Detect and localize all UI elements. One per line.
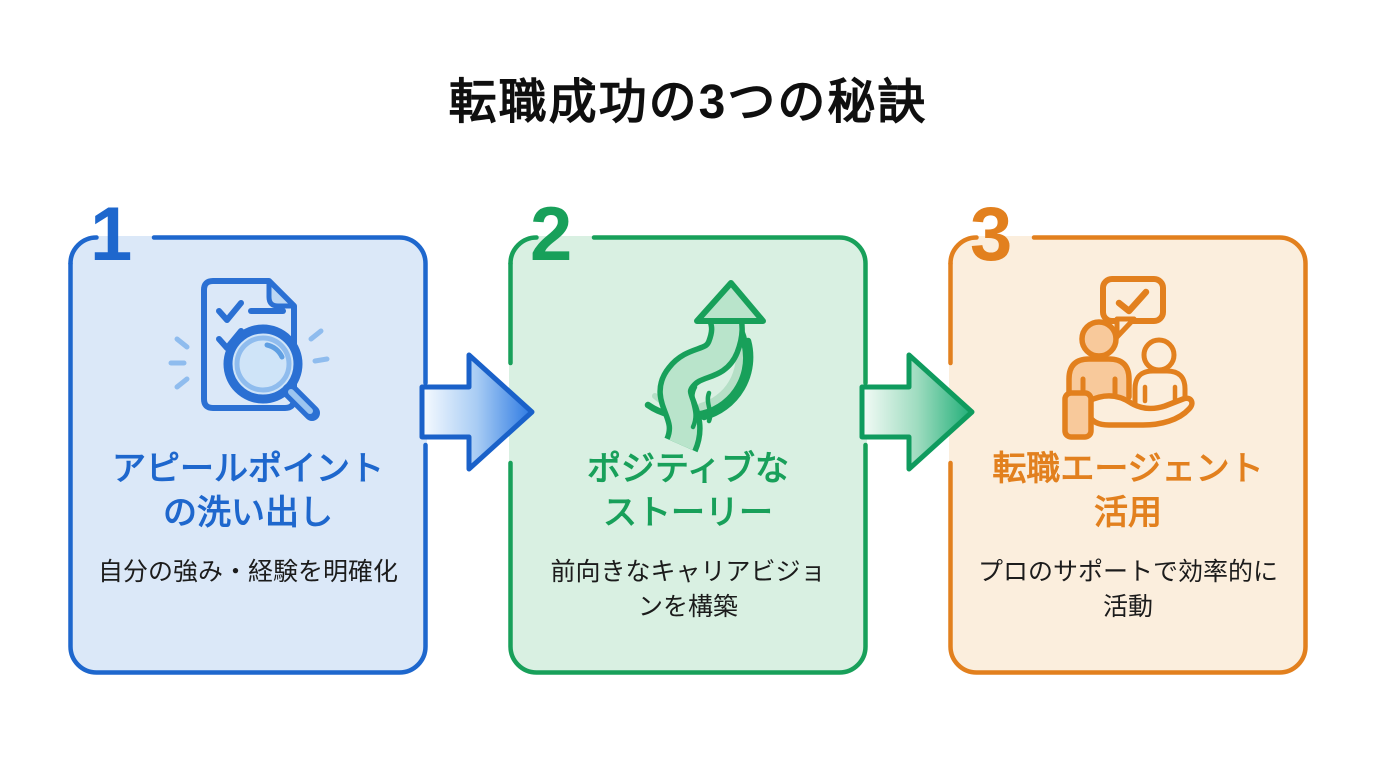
card-3-title: 転職エージェント 活用	[992, 450, 1264, 533]
flow-arrow-2-to-3-icon	[859, 352, 975, 472]
step-card-1: 1	[68, 197, 428, 675]
card-3-subtitle: プロのサポートで効率的に 活動	[977, 558, 1278, 621]
card-2-background	[509, 236, 867, 674]
page-title: 転職成功の3つの秘訣	[448, 76, 928, 129]
card-1-background	[69, 236, 427, 674]
step-number-1: 1	[90, 192, 133, 277]
card-1-subtitle: 自分の強み・経験を明確化	[97, 558, 398, 586]
card-3-border	[948, 235, 1308, 675]
step-number-2: 2	[530, 192, 573, 277]
card-2-subtitle: 前向きなキャリアビジョ ンを構築	[550, 558, 826, 621]
agent-support-icon	[1043, 275, 1213, 440]
card-2-border	[508, 235, 868, 675]
card-1-title: アピールポイント の洗い出し	[112, 450, 384, 533]
flow-arrow-1-to-2-icon	[419, 352, 535, 472]
card-2-title: ポジティブな ストーリー	[587, 450, 789, 533]
step-card-3: 3 転職エージェント 活用 プロのサポートで効率的に	[948, 197, 1308, 675]
card-1-border	[68, 235, 428, 675]
step-number-3: 3	[970, 192, 1013, 277]
step-card-2: 2 ポジティブな ストーリー 前向きなキャリアビジョ ンを構築	[508, 197, 868, 675]
career-path-arrow-icon	[603, 275, 773, 453]
document-search-icon	[163, 275, 333, 435]
